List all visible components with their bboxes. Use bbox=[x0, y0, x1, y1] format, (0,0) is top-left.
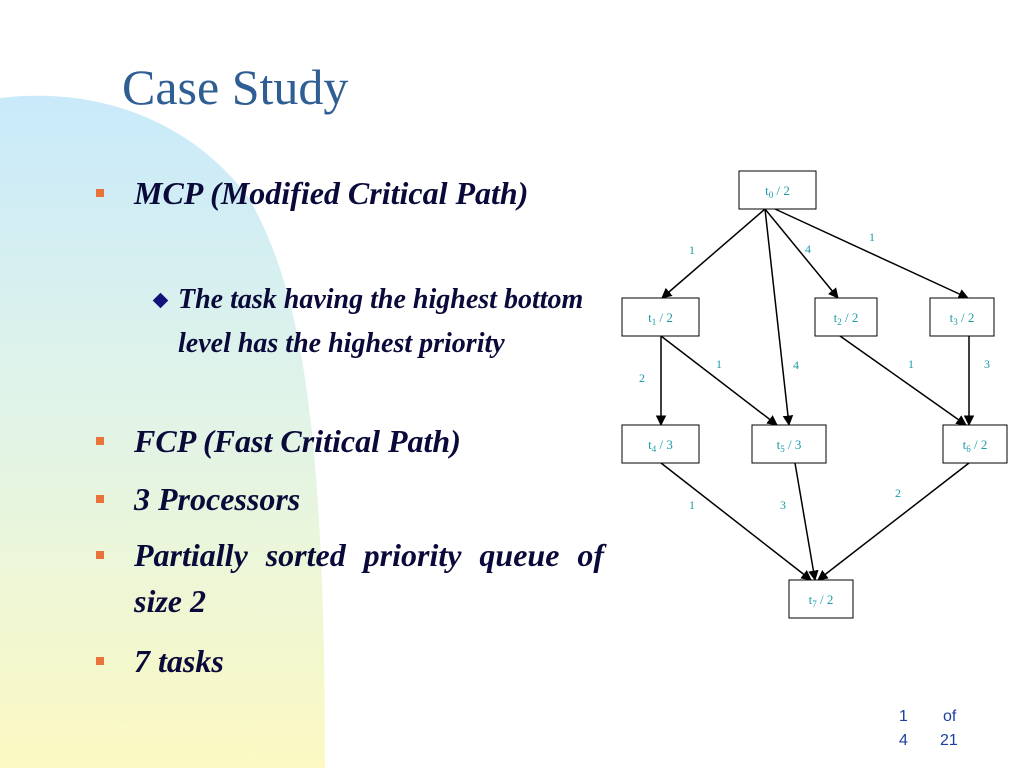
task-node-t1: t1 / 2 bbox=[621, 297, 700, 337]
task-node-box bbox=[942, 424, 1008, 464]
edge-t0-t3 bbox=[774, 208, 969, 299]
task-node-box bbox=[621, 297, 700, 337]
bullet-text: FCP (Fast Critical Path) bbox=[134, 423, 461, 459]
task-node-t5: t5 / 3 bbox=[751, 424, 827, 464]
page-total: 21 bbox=[940, 732, 958, 749]
page-number-current-line2: 4 bbox=[899, 732, 908, 749]
task-node-box bbox=[621, 424, 700, 464]
task-node-box bbox=[751, 424, 827, 464]
task-node-box bbox=[738, 170, 817, 210]
task-node-t3: t3 / 2 bbox=[929, 297, 995, 337]
edge-weight-label: 4 bbox=[793, 358, 799, 372]
task-node-box bbox=[788, 579, 854, 619]
task-node-t7: t7 / 2 bbox=[788, 579, 854, 619]
task-node-label: t6 / 2 bbox=[963, 437, 988, 454]
task-node-t4: t4 / 3 bbox=[621, 424, 700, 464]
edge-weight-label: 1 bbox=[689, 243, 695, 257]
page-of-label: of bbox=[943, 708, 957, 725]
bullet-text: 3 Processors bbox=[134, 481, 301, 517]
edge-t1-t5 bbox=[660, 335, 778, 426]
task-node-label: t0 / 2 bbox=[765, 183, 790, 200]
edge-weight-label: 1 bbox=[716, 357, 722, 371]
sub-bullet-text: The task having the highest bottom level… bbox=[178, 284, 584, 359]
task-node-t0: t0 / 2 bbox=[738, 170, 817, 210]
edge-t5-t7 bbox=[794, 462, 819, 582]
task-node-t6: t6 / 2 bbox=[942, 424, 1008, 464]
bullet-text: Partially sorted priority queue of size … bbox=[134, 537, 604, 619]
task-node-t2: t2 / 2 bbox=[814, 297, 878, 337]
edge-weight-label: 1 bbox=[869, 230, 875, 244]
task-node-label: t3 / 2 bbox=[950, 310, 975, 327]
edge-t0-t2 bbox=[764, 208, 839, 299]
task-node-label: t7 / 2 bbox=[809, 592, 834, 609]
square-bullet-icon bbox=[96, 189, 104, 197]
bullet-text: MCP (Modified Critical Path) bbox=[134, 175, 529, 211]
edge-t0-t5 bbox=[764, 208, 794, 427]
task-node-box bbox=[929, 297, 995, 337]
square-bullet-icon bbox=[96, 657, 104, 665]
edge-weight-label: 2 bbox=[639, 371, 645, 385]
edge-t4-t7 bbox=[660, 462, 812, 581]
edge-t0-t1 bbox=[661, 208, 766, 299]
task-node-label: t4 / 3 bbox=[648, 437, 673, 454]
edge-weight-label: 3 bbox=[984, 357, 990, 371]
task-graph: 1 4 4 1 2 1 1 3 1 3 2 t0 / 2 t1 / 2 t2 / 2 t3 / 2 t4 /… bbox=[621, 170, 1008, 619]
edge-weight-label: 2 bbox=[895, 486, 901, 500]
page-title: Case Study bbox=[122, 59, 349, 115]
edge-t2-t6 bbox=[839, 335, 967, 426]
task-node-label: t1 / 2 bbox=[648, 310, 673, 327]
square-bullet-icon bbox=[96, 495, 104, 503]
edge-t6-t7 bbox=[817, 462, 970, 581]
task-node-label: t5 / 3 bbox=[777, 437, 802, 454]
edge-weight-label: 3 bbox=[780, 498, 786, 512]
square-bullet-icon bbox=[96, 437, 104, 445]
task-node-label: t2 / 2 bbox=[834, 310, 859, 327]
edge-weight-label: 1 bbox=[908, 357, 914, 371]
edge-weight-label: 1 bbox=[689, 498, 695, 512]
bullet-text: 7 tasks bbox=[134, 643, 224, 679]
square-bullet-icon bbox=[96, 551, 104, 559]
edge-weight-label: 4 bbox=[805, 242, 811, 256]
task-node-box bbox=[814, 297, 878, 337]
page-number-current: 1 bbox=[899, 708, 908, 725]
